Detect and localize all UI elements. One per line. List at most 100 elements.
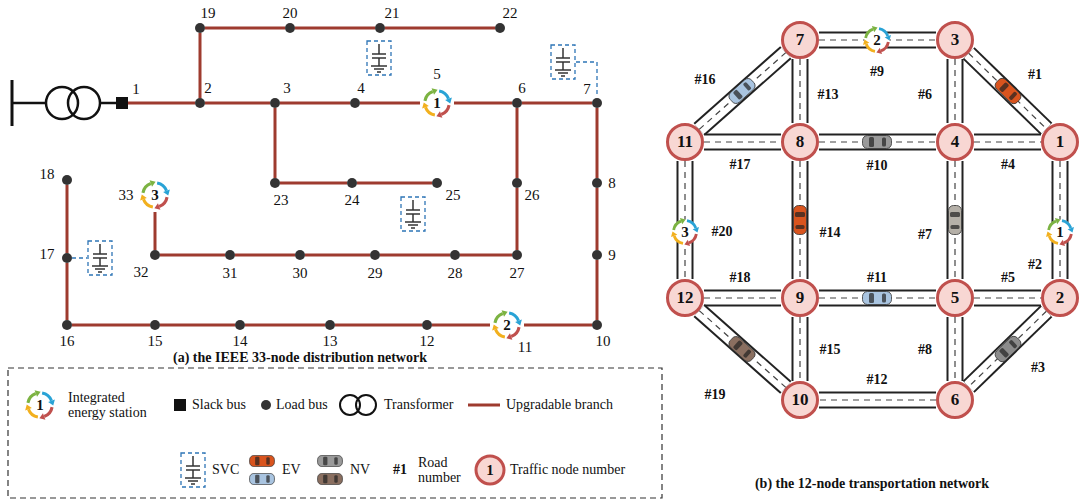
bus-number: 16 xyxy=(60,333,75,350)
load-bus: 19 xyxy=(195,23,205,33)
load-bus: 10 xyxy=(592,320,602,330)
bus-number: 8 xyxy=(608,175,616,192)
branch-line xyxy=(597,188,598,250)
branch-line xyxy=(295,28,375,29)
road xyxy=(704,298,781,299)
branch-line xyxy=(522,103,592,104)
branch-line xyxy=(275,108,276,178)
load-bus: 24 xyxy=(347,178,357,188)
bus-number: 9 xyxy=(608,247,616,264)
traffic-node-number: 11 xyxy=(677,133,693,152)
caption: (b) the 12-node transportation network xyxy=(755,476,989,491)
traffic-node: 7 xyxy=(781,21,819,59)
load-bus: 26 xyxy=(512,178,522,188)
road-number: #19 xyxy=(704,387,727,402)
bus-number: 14 xyxy=(233,333,248,350)
bus-number: 19 xyxy=(201,5,216,22)
load-bus: 2 xyxy=(195,98,205,108)
branch-line xyxy=(357,183,432,184)
svc-symbol xyxy=(88,41,575,275)
road-number: #2 xyxy=(1027,257,1043,272)
bus-number: 30 xyxy=(293,265,308,282)
energy-station: 211 xyxy=(490,308,524,342)
road-number: #9 xyxy=(869,64,885,79)
station-number: 3 xyxy=(681,224,689,241)
bus-number: 25 xyxy=(446,187,461,204)
traffic-node: 5 xyxy=(936,279,974,317)
road-number: #20 xyxy=(711,224,734,239)
legend-sample xyxy=(174,395,504,487)
traffic-node-number: 4 xyxy=(951,133,960,152)
traffic-node-number: 12 xyxy=(677,289,694,308)
bus-number: 17 xyxy=(40,246,55,263)
road xyxy=(969,311,1047,387)
legend-text: EV xyxy=(282,462,301,477)
bus-number: 6 xyxy=(518,80,526,97)
legend-text: Traffic node number xyxy=(510,462,625,477)
bus-number: 32 xyxy=(134,264,149,281)
legend-text: Road number xyxy=(418,455,468,486)
road-number: #7 xyxy=(917,227,933,242)
road-number-sample: #1 xyxy=(393,462,407,477)
load-bus: 29 xyxy=(370,250,380,260)
load-bus: 17 xyxy=(62,253,72,263)
road-number: #16 xyxy=(694,72,717,87)
branch-line xyxy=(155,212,156,250)
branch-line xyxy=(280,183,347,184)
bus-number: 2 xyxy=(204,80,212,97)
road-number: #4 xyxy=(1000,157,1016,172)
bus-number: 27 xyxy=(510,265,525,282)
traffic-node-number: 6 xyxy=(951,391,960,410)
bus-number: 7 xyxy=(583,81,591,98)
road-number: #14 xyxy=(819,225,842,240)
traffic-node: 9 xyxy=(781,279,819,317)
road-number: #8 xyxy=(917,342,933,357)
energy-station: 2 xyxy=(861,24,893,56)
bus-number: 26 xyxy=(525,187,540,204)
road-number: #18 xyxy=(729,270,752,285)
legend-text: NV xyxy=(350,462,370,477)
road xyxy=(800,59,801,123)
legend-text: Transformer xyxy=(384,397,453,412)
branch-line xyxy=(72,325,150,326)
branch-line xyxy=(280,103,350,104)
branch-line xyxy=(245,325,325,326)
traffic-node-number: 2 xyxy=(1056,289,1065,308)
station-number: 2 xyxy=(503,317,511,334)
road-number: #17 xyxy=(729,157,752,172)
branch-line xyxy=(67,263,68,320)
branch-line xyxy=(205,103,270,104)
station-number: 1 xyxy=(433,95,441,112)
road-number: #12 xyxy=(866,372,889,387)
traffic-node: 3 xyxy=(936,21,974,59)
traffic-node-number: 1 xyxy=(1056,133,1065,152)
bus-number: 24 xyxy=(345,192,360,209)
traffic-node: 10 xyxy=(781,381,819,419)
branch-line xyxy=(517,108,518,178)
road xyxy=(969,53,1047,129)
legend-text: SVC xyxy=(212,462,239,477)
load-bus: 28 xyxy=(450,250,460,260)
load-bus: 12 xyxy=(422,320,432,330)
transformer-symbol xyxy=(12,80,116,126)
road-number: #5 xyxy=(1000,270,1016,285)
load-bus: 14 xyxy=(235,320,245,330)
station-number: 1 xyxy=(1056,224,1064,241)
legend-text: Slack bus xyxy=(192,397,246,412)
caption: (a) the IEEE 33-node distribution networ… xyxy=(173,350,427,365)
bus-number: 3 xyxy=(283,80,291,97)
branch-line xyxy=(235,255,295,256)
node-number-sample: 1 xyxy=(486,462,494,479)
branch-line xyxy=(380,255,450,256)
branch-line xyxy=(597,260,598,320)
branch-line xyxy=(517,188,518,250)
bus-number: 20 xyxy=(283,5,298,22)
traffic-node-number: 7 xyxy=(796,31,805,50)
road-number: #13 xyxy=(817,87,840,102)
road xyxy=(819,400,936,401)
bus-number: 23 xyxy=(274,192,289,209)
load-bus: 3 xyxy=(270,98,280,108)
traffic-node-number: 5 xyxy=(951,289,960,308)
